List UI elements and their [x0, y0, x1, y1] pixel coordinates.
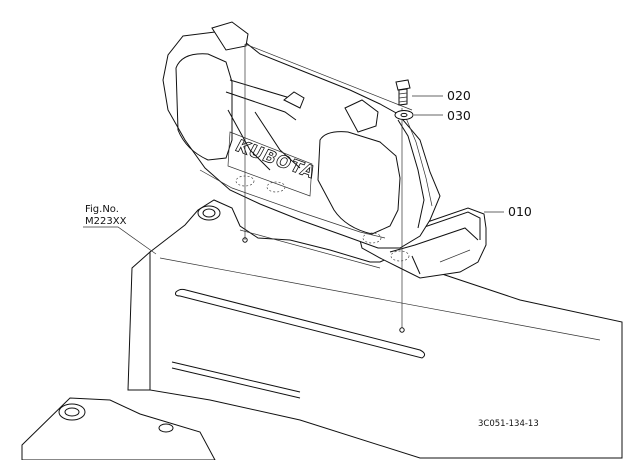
washer-030: [394, 110, 414, 120]
drawing-id: 3C051-134-13: [478, 419, 539, 429]
engine-block: [127, 199, 623, 459]
fig-ref-line1: Fig.No.: [85, 204, 119, 215]
bolt-020: [395, 79, 411, 106]
callout-leaders: [83, 95, 504, 255]
callout-label-020: 020: [447, 88, 471, 103]
center-lines: [242, 43, 413, 333]
lower-block: [21, 397, 216, 460]
callout-label-010: 010: [508, 204, 532, 219]
fig-ref-line2: M223XX: [85, 216, 127, 227]
cover-housing: [162, 21, 441, 249]
callout-label-030: 030: [447, 108, 471, 123]
